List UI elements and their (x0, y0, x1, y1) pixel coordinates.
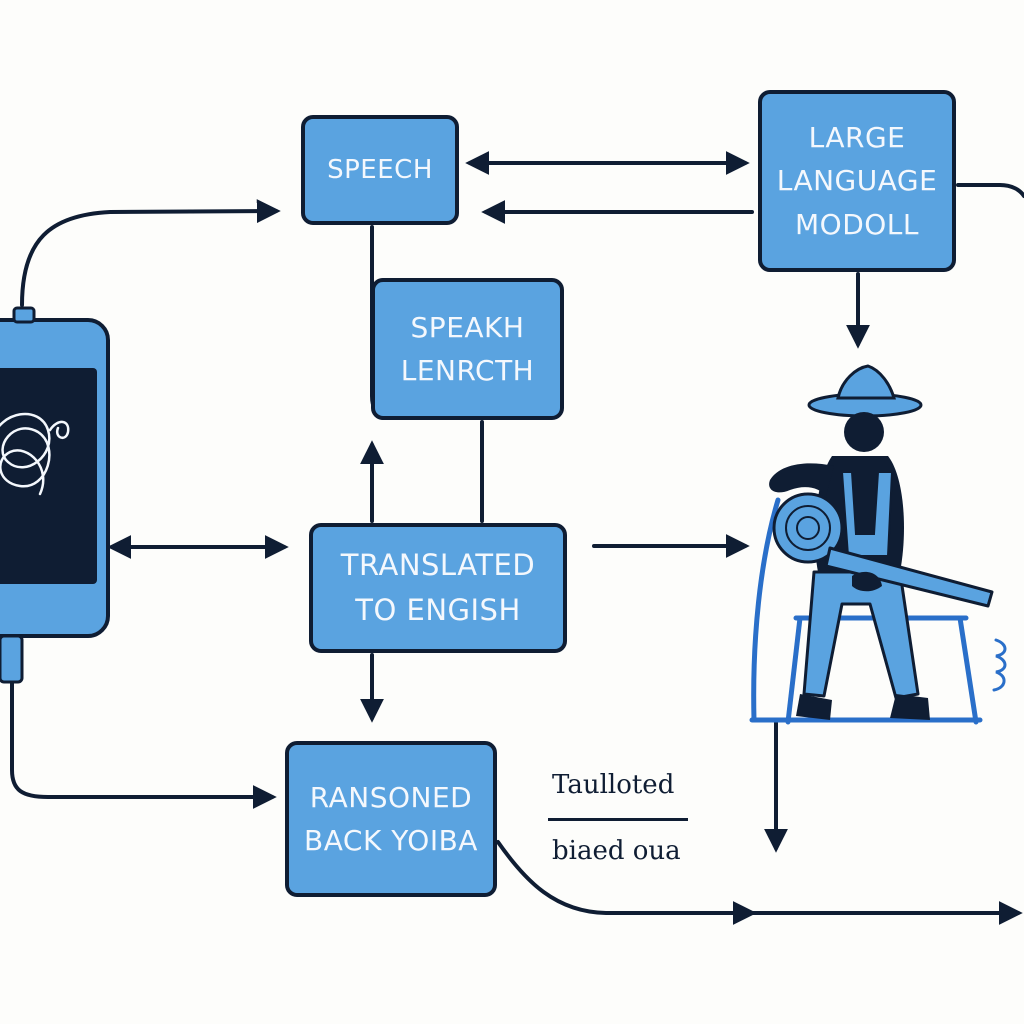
llm-node-line-2: LANGUAGE (776, 164, 938, 198)
large-language-model-node[interactable]: LARGE LANGUAGE MODOLL (758, 90, 956, 272)
translated-node-line-1: TRANSLATED (340, 548, 536, 583)
handwritten-note-top: Taulloted (552, 770, 675, 800)
speech-node-label: SPEECH (327, 154, 433, 185)
speakh-node-line-1: SPEAKH (410, 310, 525, 344)
connector-llm-offpage (956, 183, 1024, 198)
smartphone-icon (0, 306, 110, 684)
llm-node-line-3: MODOLL (795, 207, 919, 241)
arrow-phone-to-speech (20, 199, 281, 307)
speakh-node[interactable]: SPEAKH LENRCTH (371, 278, 564, 420)
farmer-with-tool-icon (749, 364, 1007, 725)
speakh-node-line-2: LENRCTH (400, 354, 535, 387)
speech-node[interactable]: SPEECH (301, 115, 459, 225)
translated-node-line-2: TO ENGISH (355, 593, 521, 627)
ransoned-node-line-2: BACK YOIBA (304, 824, 478, 857)
note-divider (548, 818, 688, 821)
arrow-ransoned-offpage (496, 840, 757, 925)
arrow-phone-to-ransoned (10, 638, 277, 809)
ransoned-node-line-1: RANSONED (309, 780, 473, 814)
llm-node-line-1: LARGE (808, 120, 906, 154)
ransoned-back-node[interactable]: RANSONED BACK YOIBA (285, 741, 497, 897)
translated-to-english-node[interactable]: TRANSLATED TO ENGISH (309, 523, 567, 653)
handwritten-note-bottom: biaed oua (552, 836, 681, 866)
